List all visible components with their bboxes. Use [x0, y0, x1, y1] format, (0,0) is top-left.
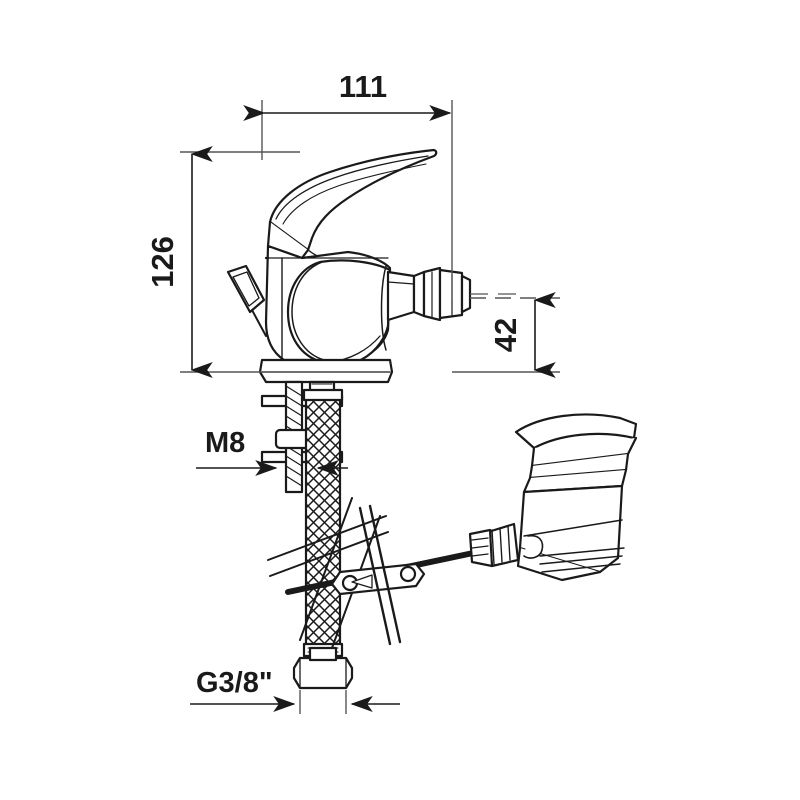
dimension-label-126: 126	[145, 236, 180, 288]
dimension-height-126: 126	[145, 146, 300, 378]
aerator	[412, 266, 472, 322]
callout-thread-m8: M8	[196, 427, 348, 476]
callout-label-g38: G3/8"	[196, 667, 273, 699]
lift-rod-knob	[226, 264, 267, 337]
callout-label-m8: M8	[205, 427, 245, 459]
dimension-label-111: 111	[339, 69, 387, 104]
callout-connection-g38: G3/8"	[190, 667, 400, 714]
popup-linkage	[285, 504, 481, 646]
dimension-width-111: 111	[243, 69, 453, 300]
popup-waste	[468, 413, 638, 582]
faucet-assembly	[226, 148, 638, 690]
hose-nut	[292, 646, 354, 690]
dimension-spout-height-42: 42	[452, 292, 560, 378]
faucet-body	[264, 244, 416, 364]
dimension-label-42: 42	[488, 318, 523, 352]
